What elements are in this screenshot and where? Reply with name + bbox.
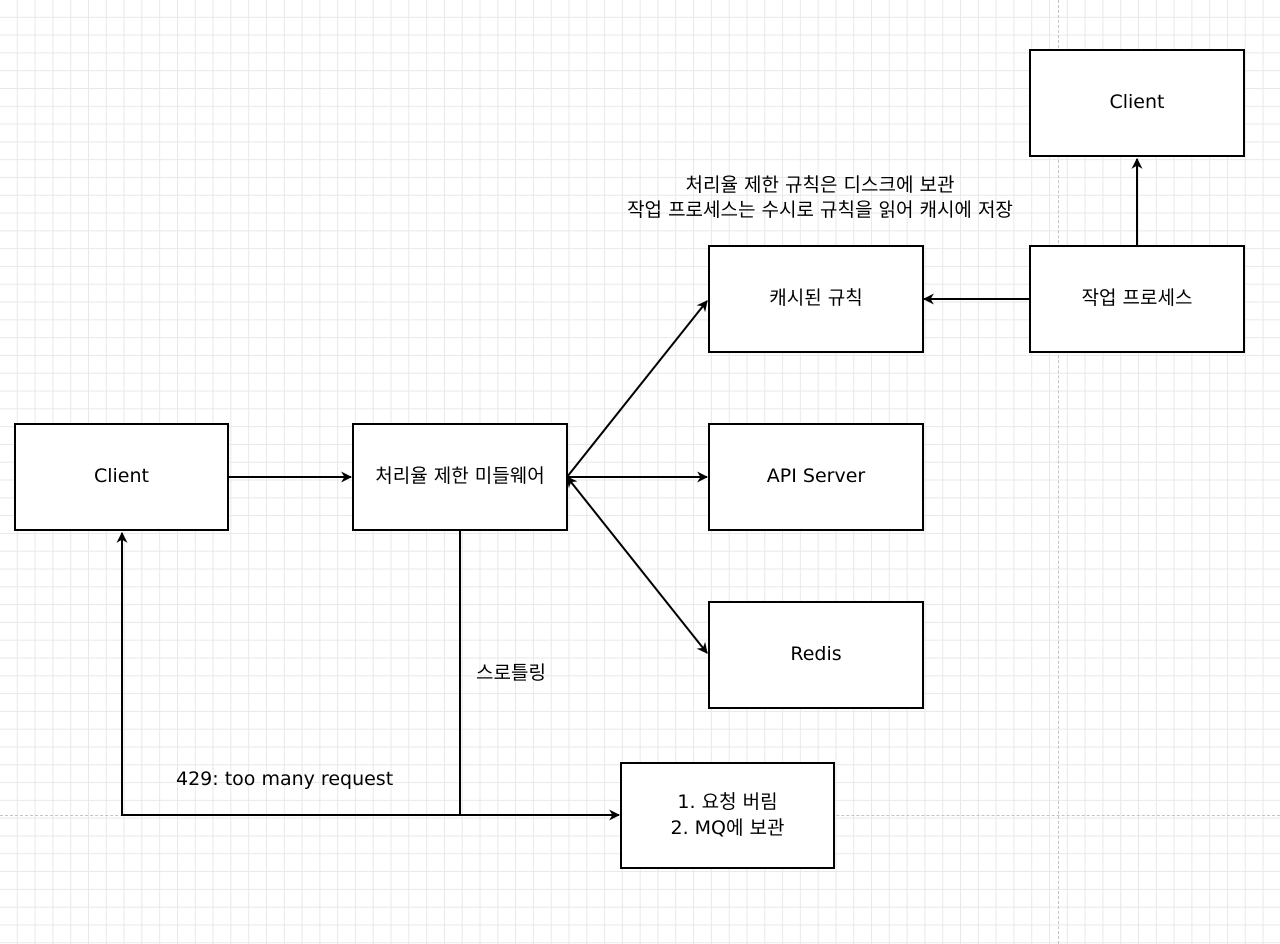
too-many-requests-label: 429: too many request	[176, 768, 394, 790]
client-node[interactable]: Client	[14, 423, 229, 531]
rules-storage-note: 처리율 제한 규칙은 디스크에 보관 작업 프로세스는 수시로 규칙을 읽어 캐…	[590, 173, 1050, 223]
rules-storage-note-line2: 작업 프로세스는 수시로 규칙을 읽어 캐시에 저장	[627, 199, 1013, 222]
drop-request-label: 1. 요청 버림	[677, 791, 778, 814]
cached-rules-node[interactable]: 캐시된 규칙	[708, 245, 924, 353]
queue-request-label: 2. MQ에 보관	[670, 816, 785, 839]
page-break-vertical	[1058, 0, 1059, 944]
worker-process-label: 작업 프로세스	[1081, 287, 1193, 310]
client-top-node[interactable]: Client	[1029, 49, 1245, 157]
arrow-middleware-redis-bidirectional[interactable]	[566, 476, 708, 654]
cached-rules-label: 캐시된 규칙	[769, 287, 863, 310]
api-server-label: API Server	[766, 465, 866, 488]
client-top-label: Client	[1109, 91, 1165, 114]
throttling-label: 스로틀링	[476, 662, 546, 684]
drop-or-queue-node[interactable]: 1. 요청 버림 2. MQ에 보관	[620, 762, 835, 869]
client-node-label: Client	[93, 465, 149, 488]
redis-label: Redis	[790, 643, 842, 666]
worker-process-node[interactable]: 작업 프로세스	[1029, 245, 1245, 353]
rate-limiter-middleware-node[interactable]: 처리율 제한 미들웨어	[352, 423, 568, 531]
rate-limiter-middleware-label: 처리율 제한 미들웨어	[375, 465, 545, 488]
api-server-node[interactable]: API Server	[708, 423, 924, 531]
arrow-429-to-client[interactable]	[116, 531, 460, 816]
arrow-middleware-to-cached-rules[interactable]	[566, 300, 708, 478]
redis-node[interactable]: Redis	[708, 601, 924, 709]
rules-storage-note-line1: 처리율 제한 규칙은 디스크에 보관	[685, 174, 955, 196]
